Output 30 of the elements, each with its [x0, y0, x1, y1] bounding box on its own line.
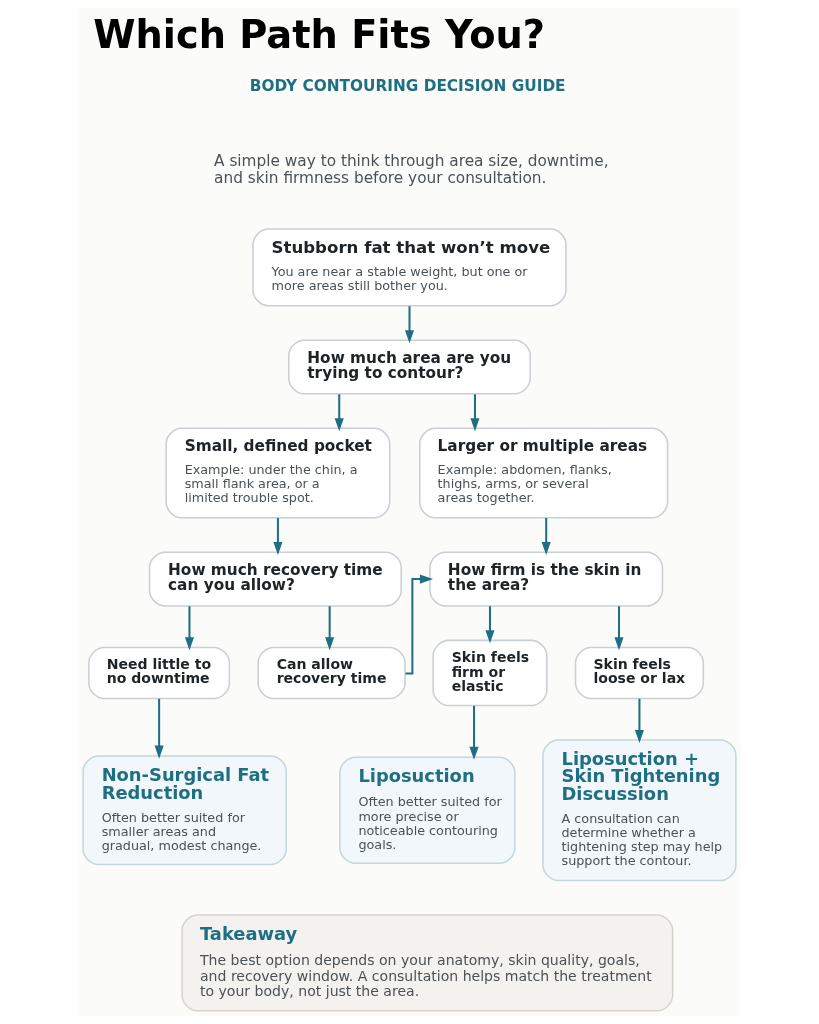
node-box: Liposuction + Skin Tightening Discussion A consultation can determine whether a tightening step may help support the contour. — [542, 739, 737, 882]
node-box: Larger or multiple areas Example: abdomen, flanks, thighs, arms, or several areas together. — [418, 427, 669, 519]
node-box: How much recovery time can you allow? — [148, 551, 402, 607]
arrow — [404, 306, 415, 344]
arrow — [485, 606, 495, 644]
arrow — [614, 606, 624, 651]
arrow — [184, 606, 195, 651]
arrow — [405, 574, 433, 675]
arrow — [325, 606, 335, 651]
arrow — [273, 518, 283, 555]
node-box: Need little to no downtime — [88, 646, 231, 700]
node-box: Skin feels loose or lax — [574, 646, 705, 700]
label: BODY CONTOURING DECISION GUIDE — [249, 77, 566, 96]
node-box: Takeaway The best option depends on your anatomy, skin quality, goals, and recovery window. A consultation helps match the treatment to your body, not just the area. — [181, 914, 674, 1012]
node-box: Liposuction Often better suited for more precise or noticeable contouring goals. — [339, 756, 516, 865]
node-box: Non-Surgical Fat Reduction Often better suited for smaller areas and gradual, modest change. — [82, 755, 287, 866]
label: A simple way to think through area size, downtime, and skin firmness before your consultation. — [214, 151, 609, 187]
node-box: Can allow recovery time — [257, 646, 406, 700]
arrow — [154, 698, 164, 759]
arrow — [634, 698, 644, 744]
node-box: How much area are you trying to contour? — [288, 339, 531, 395]
diagram-title: Which Path Fits You? — [93, 11, 545, 57]
node-box: Skin feels firm or elastic — [432, 639, 548, 707]
node-box: Stubborn fat that won’t move You are near a stable weight, but one or more areas still bother you. — [252, 228, 567, 307]
arrow — [470, 394, 480, 432]
node-box: Small, defined pocket Example: under the chin, a small flank area, or a limited trouble spot. — [165, 427, 391, 519]
arrow — [541, 518, 551, 555]
arrow — [469, 705, 479, 760]
arrow — [334, 394, 344, 432]
node-box: How firm is the skin in the area? — [429, 551, 664, 607]
